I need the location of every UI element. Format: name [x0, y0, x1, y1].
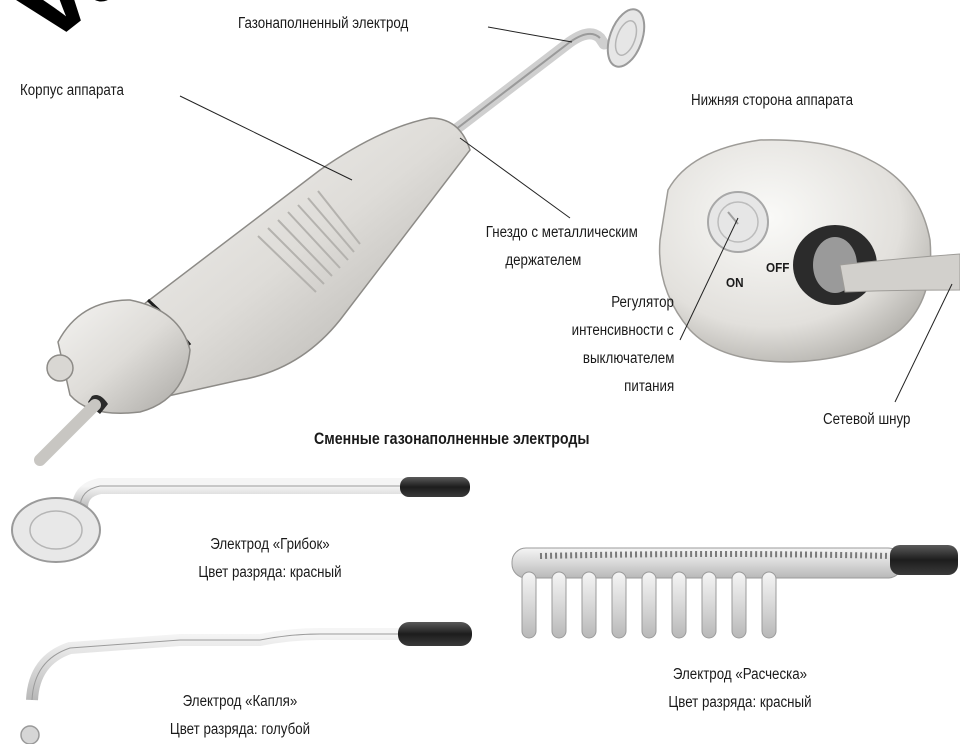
section-title: Сменные газонаполненные электроды: [314, 428, 590, 451]
drop-electrode-discharge: Цвет разряда: голубой: [137, 718, 343, 741]
leader-housing: [180, 96, 352, 180]
device-housing: [40, 118, 470, 460]
drop-electrode-name: Электрод «Капля»: [137, 690, 343, 713]
device-bottom-view: [660, 140, 960, 362]
label-gas-electrode: Газонаполненный электрод: [238, 12, 408, 35]
leader-electrode: [488, 27, 572, 42]
label-regulator-line1: Регулятор: [611, 291, 674, 314]
label-regulator-line3: выключателем: [583, 347, 674, 370]
label-cord: Сетевой шнур: [823, 408, 910, 431]
label-socket-line1: Гнездо с металлическим: [486, 221, 638, 244]
label-bottom-side: Нижняя сторона аппарата: [691, 89, 853, 112]
label-switch-off: OFF: [766, 256, 789, 279]
leader-socket: [460, 138, 570, 218]
label-regulator-line2: интенсивности с: [572, 319, 674, 342]
mushroom-electrode-discharge: Цвет разряда: красный: [167, 561, 373, 584]
label-housing: Корпус аппарата: [20, 79, 124, 102]
main-electrode: [455, 4, 651, 130]
mushroom-electrode-name: Электрод «Грибок»: [167, 533, 373, 556]
comb-electrode: [512, 545, 958, 638]
label-switch-on: ON: [726, 271, 744, 294]
comb-electrode-name: Электрод «Расческа»: [637, 663, 843, 686]
label-socket-line2: держателем: [505, 249, 581, 272]
comb-electrode-discharge: Цвет разряда: красный: [637, 691, 843, 714]
label-regulator-line4: питания: [624, 375, 674, 398]
